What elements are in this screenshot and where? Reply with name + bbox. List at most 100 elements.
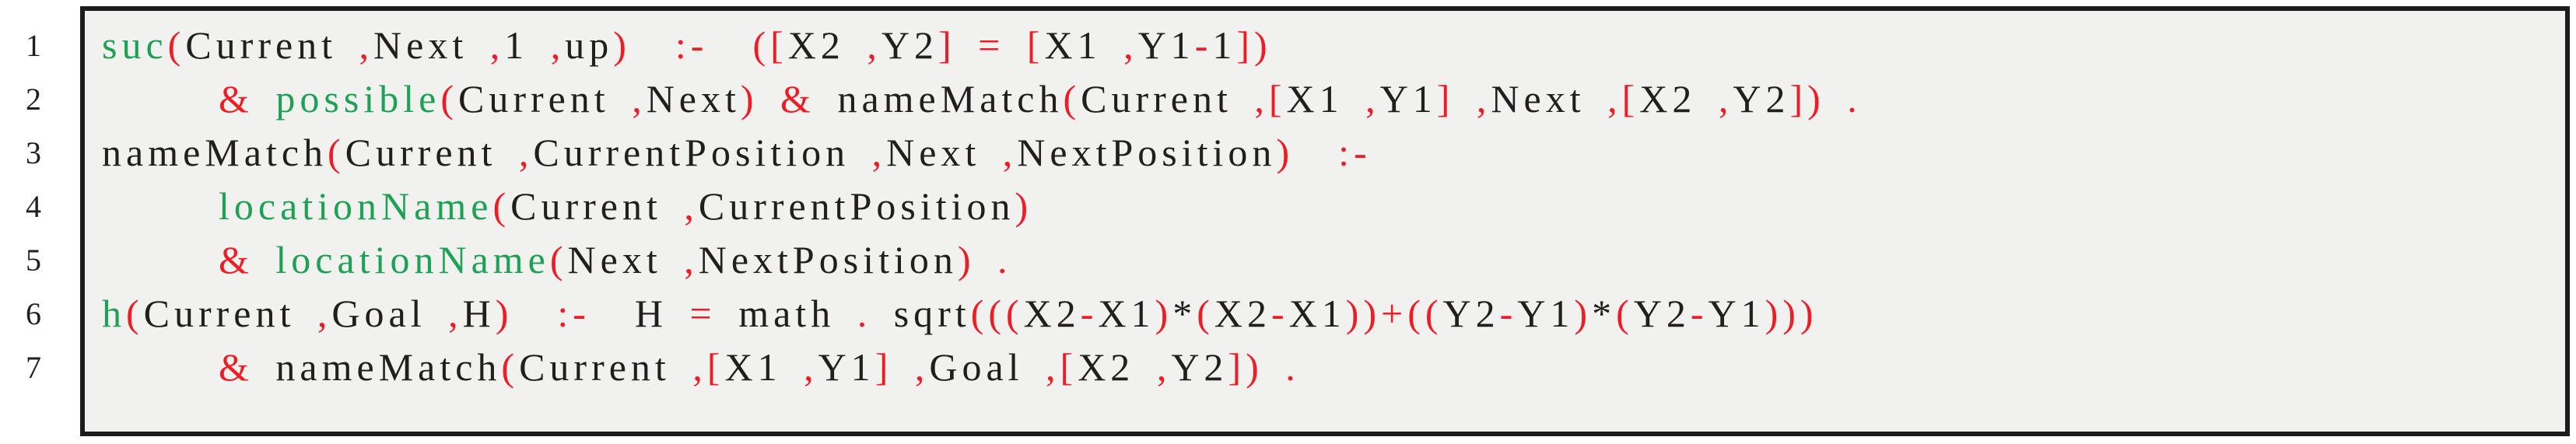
code-token: ) bbox=[1015, 184, 1033, 228]
code-token: ) :- bbox=[1276, 131, 1372, 174]
code-token: , bbox=[426, 292, 463, 335]
code-token: . bbox=[835, 292, 894, 335]
code-token: Current bbox=[143, 292, 296, 335]
code-token: ( bbox=[1197, 292, 1214, 335]
code-token: ] , bbox=[874, 345, 930, 389]
code-token: Goal bbox=[929, 345, 1024, 389]
code-token: Y2 bbox=[1171, 345, 1228, 389]
code-token: Current bbox=[510, 184, 662, 228]
code-token: Next bbox=[1491, 77, 1586, 121]
code-token: ) . bbox=[957, 238, 1012, 281]
code-token: ,[ bbox=[1023, 345, 1078, 389]
code-token: Y2 bbox=[1633, 292, 1691, 335]
code-token: NextPosition bbox=[1017, 131, 1277, 174]
code-token: X1 bbox=[1288, 292, 1346, 335]
code-token: , bbox=[850, 131, 887, 174]
code-token: Next bbox=[886, 131, 981, 174]
code-token: ( bbox=[492, 184, 511, 228]
code-token: 1 bbox=[1212, 23, 1237, 67]
code-token: ( bbox=[1063, 77, 1081, 121]
code-token: math bbox=[738, 292, 836, 335]
code-token: = bbox=[689, 292, 739, 335]
code-token: , bbox=[609, 77, 647, 121]
code-token: Next bbox=[646, 77, 741, 121]
code-token: suc bbox=[102, 23, 168, 67]
code-line: nameMatch(Current ,CurrentPosition ,Next… bbox=[102, 126, 2565, 180]
code-token: X2 bbox=[1214, 292, 1271, 335]
code-token: Y2 bbox=[881, 23, 938, 67]
code-line: & possible(Current ,Next) & nameMatch(Cu… bbox=[102, 72, 2565, 126]
code-token: Y1 bbox=[1517, 292, 1575, 335]
code-token: H bbox=[462, 292, 496, 335]
code-token: * bbox=[1592, 292, 1617, 335]
code-token: CurrentPosition bbox=[533, 131, 850, 174]
code-token: sqrt bbox=[893, 292, 971, 335]
code-line: locationName(Current ,CurrentPosition) bbox=[102, 180, 2565, 233]
code-token: * bbox=[1172, 292, 1197, 335]
code-token: Y1 bbox=[1137, 23, 1195, 67]
code-token: ]) bbox=[1236, 23, 1272, 67]
code-token: , bbox=[1343, 77, 1380, 121]
code-line: h(Current ,Goal ,H) :- H = math . sqrt((… bbox=[102, 287, 2565, 341]
code-token: , bbox=[1696, 77, 1733, 121]
code-token: X1 bbox=[1044, 23, 1102, 67]
code-token: ,[ bbox=[670, 345, 725, 389]
code-token: X1 bbox=[1098, 292, 1155, 335]
code-token: ((( bbox=[970, 292, 1024, 335]
line-number: 1 bbox=[26, 28, 41, 63]
code-token: - bbox=[1194, 23, 1213, 67]
code-token: nameMatch bbox=[837, 77, 1064, 121]
code-token: & bbox=[219, 77, 276, 121]
code-token: Next bbox=[373, 23, 468, 67]
code-token: - bbox=[1690, 292, 1709, 335]
code-token: ) bbox=[1155, 292, 1173, 335]
code-token: - bbox=[1499, 292, 1518, 335]
code-token: 1 bbox=[504, 23, 529, 67]
code-token: - bbox=[1270, 292, 1289, 335]
code-token: , bbox=[1134, 345, 1172, 389]
code-token: X1 bbox=[1286, 77, 1344, 121]
code-token: ,[ bbox=[1585, 77, 1640, 121]
code-token: Current bbox=[519, 345, 671, 389]
code-token: , bbox=[337, 23, 374, 67]
code-token: Current bbox=[457, 77, 610, 121]
code-token: CurrentPosition bbox=[698, 184, 1015, 228]
code-token: ) bbox=[1574, 292, 1593, 335]
code-token: & bbox=[219, 345, 276, 389]
code-token: ( bbox=[440, 77, 458, 121]
code-token: X2 bbox=[787, 23, 845, 67]
code-token: locationName bbox=[275, 238, 550, 281]
code-token: X2 bbox=[1023, 292, 1081, 335]
code-token: - bbox=[1080, 292, 1099, 335]
code-token: ( bbox=[1616, 292, 1634, 335]
code-token: Current bbox=[345, 131, 497, 174]
code-token: , bbox=[468, 23, 505, 67]
code-token: ( bbox=[126, 292, 144, 335]
code-token: ))) bbox=[1765, 292, 1818, 335]
code-token: ]) . bbox=[1228, 345, 1300, 389]
code-token: X2 bbox=[1639, 77, 1697, 121]
code-token: ] = [ bbox=[938, 23, 1045, 67]
code-token: ( bbox=[167, 23, 186, 67]
code-token: , bbox=[661, 184, 699, 228]
code-token: ( bbox=[501, 345, 520, 389]
code-token: , bbox=[528, 23, 566, 67]
code-token: Y2 bbox=[1733, 77, 1790, 121]
code-frame: suc(Current ,Next ,1 ,up) :- ([X2 ,Y2] =… bbox=[80, 6, 2570, 436]
code-token: ))+(( bbox=[1345, 292, 1443, 335]
code-token: , bbox=[781, 345, 818, 389]
code-token: locationName bbox=[219, 184, 493, 228]
code-token: X1 bbox=[724, 345, 782, 389]
line-number: 6 bbox=[26, 296, 41, 331]
code-token: possible bbox=[275, 77, 441, 121]
code-token: Current bbox=[1081, 77, 1232, 121]
code-token: nameMatch bbox=[102, 131, 328, 174]
code-token: , bbox=[980, 131, 1018, 174]
code-token: , bbox=[844, 23, 881, 67]
code-token: & bbox=[219, 238, 276, 281]
code-token: Y1 bbox=[1379, 77, 1437, 121]
code-token: , bbox=[661, 238, 699, 281]
code-token: h bbox=[102, 292, 126, 335]
